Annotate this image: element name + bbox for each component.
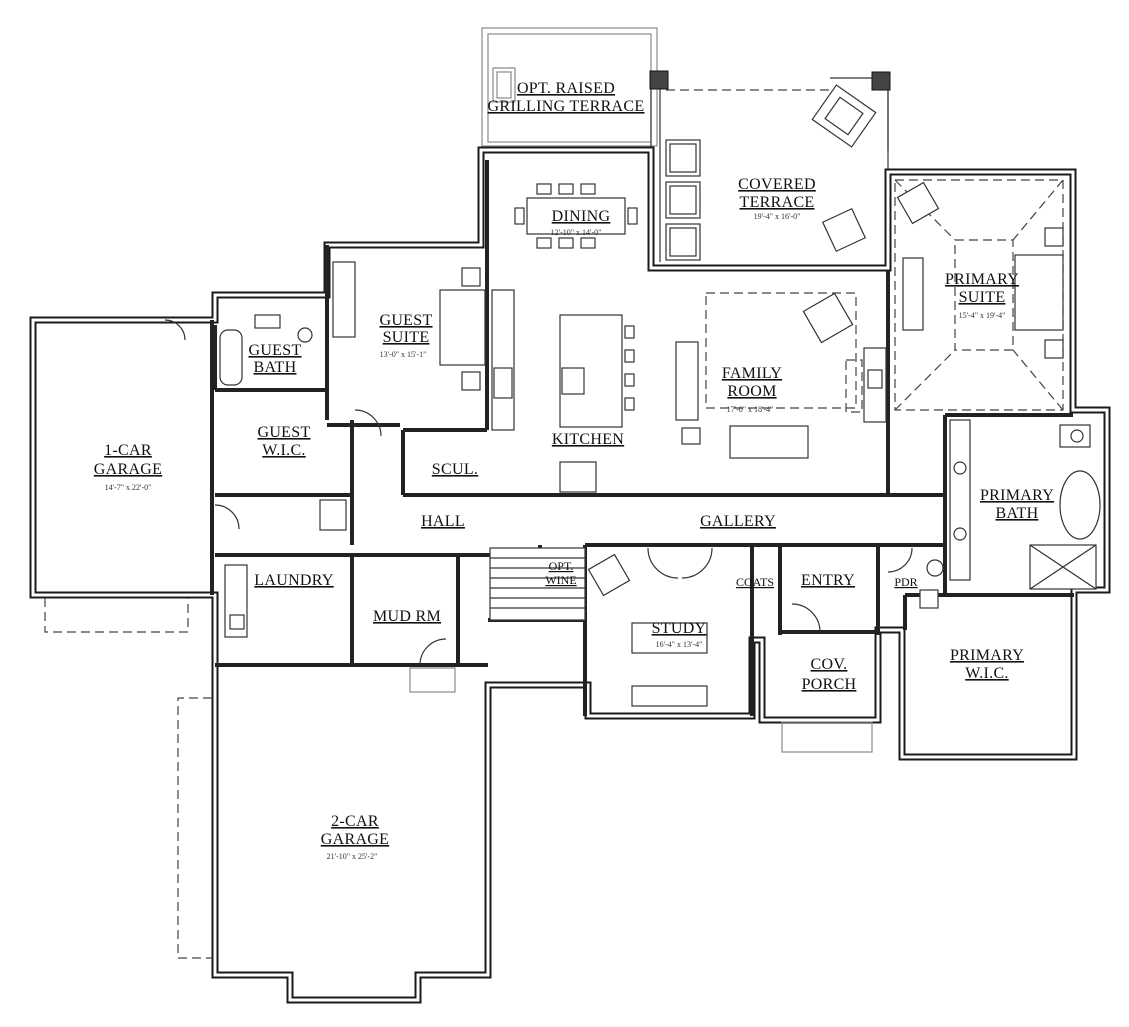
terrace-column-right <box>871 71 891 91</box>
scullery-label: SCUL. <box>432 461 478 478</box>
primary-bath-label-line2: BATH <box>996 505 1039 522</box>
terrace-column-left <box>649 70 669 90</box>
dining-dimensions: 12'-10" x 14'-0" <box>551 228 602 237</box>
guest-suite-label-line2: SUITE <box>383 329 430 346</box>
entry-label: ENTRY <box>801 572 855 589</box>
guest-bath-label-line1: GUEST <box>248 342 301 359</box>
family-room-label-line2: ROOM <box>727 383 776 400</box>
study-dimensions: 16'-4" x 13'-4" <box>656 640 703 649</box>
powder-fixtures <box>919 559 944 609</box>
guest-wic-label-line1: GUEST <box>257 424 310 441</box>
covered-terrace-label-line1: COVERED <box>738 176 816 193</box>
opt-wine-label-line2: WINE <box>545 573 576 587</box>
one-car-garage-dimensions: 14'-7" x 22'-0" <box>105 483 152 492</box>
covered-terrace-label-line2: TERRACE <box>740 194 815 211</box>
guest-suite-label-line1: GUEST <box>379 312 432 329</box>
covered-terrace <box>649 70 891 271</box>
one-car-garage-label-line2: GARAGE <box>94 461 162 478</box>
dining-table <box>514 183 638 249</box>
cov-porch-label-line2: PORCH <box>802 676 857 693</box>
mud-room-label: MUD RM <box>373 608 441 625</box>
primary-wic-label-line2: W.I.C. <box>965 665 1008 682</box>
laundry-label: LAUNDRY <box>254 572 334 589</box>
family-room-dimensions: 17'-0" x 18'-4" <box>727 405 774 414</box>
dining-label: DINING <box>552 208 611 225</box>
garage-door-outlines <box>44 598 212 959</box>
powder-label: PDR <box>894 575 917 589</box>
guest-suite-furniture <box>332 261 486 391</box>
primary-suite-dimensions: 15'-4" x 19'-4" <box>959 311 1006 320</box>
two-car-garage-label-line1: 2-CAR <box>331 813 379 830</box>
terrace-chairs <box>665 84 877 261</box>
coats-label: COATS <box>736 575 774 589</box>
raised-terrace-label-line1: OPT. RAISED <box>517 80 615 97</box>
guest-bath-fixtures <box>219 314 313 386</box>
stairs <box>489 547 586 621</box>
two-car-garage-label-line2: GARAGE <box>321 831 389 848</box>
primary-wic-label-line1: PRIMARY <box>950 647 1024 664</box>
primary-bath-fixtures <box>949 419 1101 590</box>
gallery-label: GALLERY <box>700 513 776 530</box>
two-car-garage-dimensions: 21'-10" x 25'-2" <box>327 852 378 861</box>
door-swings <box>164 319 913 666</box>
primary-suite-label-line2: SUITE <box>959 289 1006 306</box>
porch-steps <box>409 667 873 753</box>
opt-wine-label-line1: OPT. <box>549 559 574 573</box>
family-room-furniture <box>675 292 887 459</box>
primary-suite-furniture <box>894 179 1064 411</box>
guest-suite-dimensions: 13'-0" x 15'-1" <box>380 350 427 359</box>
room-labels: OPT. RAISED GRILLING TERRACE COVERED TER… <box>94 80 1054 861</box>
cov-porch-label-line1: COV. <box>811 656 848 673</box>
laundry-fixtures <box>224 499 347 638</box>
guest-bath-label-line2: BATH <box>254 359 297 376</box>
primary-bath-label-line1: PRIMARY <box>980 487 1054 504</box>
study-label: STUDY <box>652 620 707 637</box>
kitchen-label: KITCHEN <box>552 431 624 448</box>
hall-label: HALL <box>421 513 465 530</box>
raised-terrace-label-line2: GRILLING TERRACE <box>488 98 645 115</box>
covered-terrace-dimensions: 19'-4" x 16'-0" <box>754 212 801 221</box>
primary-suite-label-line1: PRIMARY <box>945 271 1019 288</box>
study-furniture <box>587 553 708 707</box>
family-room-label-line1: FAMILY <box>722 365 782 382</box>
one-car-garage-label-line1: 1-CAR <box>104 442 152 459</box>
guest-wic-label-line2: W.I.C. <box>262 442 305 459</box>
kitchen-island <box>491 289 635 493</box>
